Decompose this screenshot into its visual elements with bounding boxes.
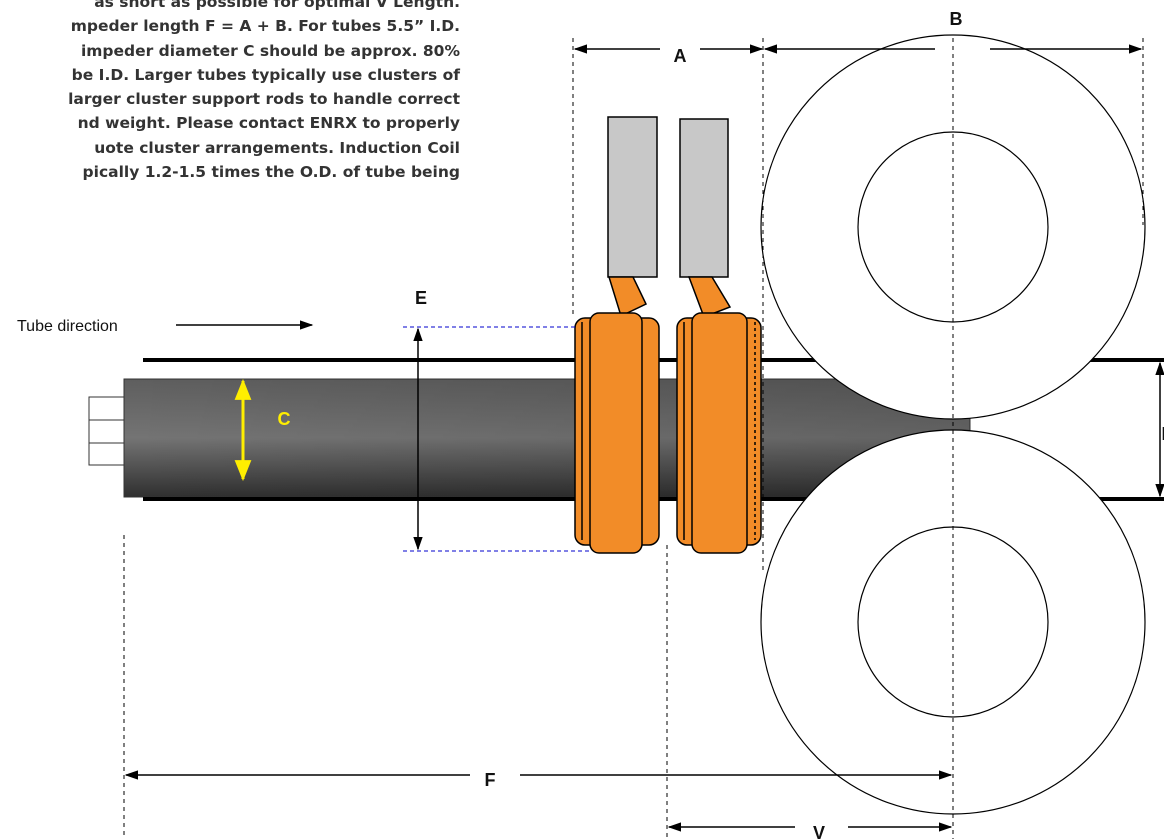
label-f: F (485, 770, 496, 790)
tube-direction-label: Tube direction (17, 318, 118, 335)
description-text: as short as possible for optimal V Lengt… (0, 0, 460, 184)
label-e: E (415, 288, 427, 308)
label-a: A (674, 46, 687, 66)
note-line: as short as possible for optimal V Lengt… (94, 0, 460, 11)
impeder-end-cap (88, 396, 125, 466)
e-guide-lines (403, 326, 590, 552)
label-d: D (1162, 424, 1164, 444)
note-line: impeder diameter C should be approx. 80% (80, 41, 460, 60)
induction-coil-right (676, 312, 762, 554)
note-line: mpeder length F = A + B. For tubes 5.5” … (70, 17, 460, 36)
induction-coil-left (574, 312, 660, 554)
note-line: larger cluster support rods to handle co… (68, 90, 460, 109)
label-c: C (278, 409, 291, 429)
label-b: B (950, 9, 963, 29)
note-line: pically 1.2-1.5 times the O.D. of tube b… (82, 163, 460, 182)
coil-lead-left (607, 116, 658, 278)
weld-roll-top (760, 34, 1146, 420)
note-line: uote cluster arrangements. Induction Coi… (94, 138, 460, 157)
coil-lead-right (679, 118, 729, 278)
coil-connector-right (687, 276, 732, 318)
note-line: nd weight. Please contact ENRX to proper… (77, 114, 460, 133)
coil-connector-left (607, 276, 648, 318)
reference-lines (123, 38, 1144, 839)
label-v: V (813, 823, 825, 839)
note-line: be I.D. Larger tubes typically use clust… (71, 65, 460, 84)
